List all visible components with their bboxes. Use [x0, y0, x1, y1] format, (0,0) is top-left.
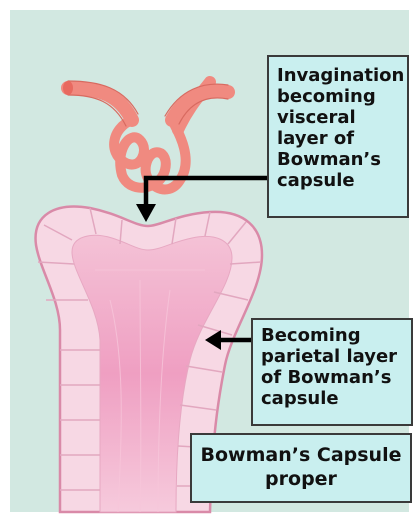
label-bowmans-capsule-proper: Bowman’s Capsule proper — [190, 433, 412, 503]
arrow-visceral — [143, 175, 267, 207]
label-line: layer of — [277, 128, 355, 149]
label-line: becoming — [277, 86, 376, 107]
capsule-lumen — [71, 234, 233, 513]
arrow-visceral-head — [136, 204, 156, 222]
label-line: Invagination — [277, 65, 405, 86]
label-line: visceral — [277, 107, 356, 128]
label-line: Bowman’s Capsule — [200, 444, 402, 466]
label-line: of Bowman’s — [261, 367, 392, 388]
label-parietal-layer: Becoming parietal layer of Bowman’s caps… — [251, 318, 413, 426]
label-line: Bowman’s — [277, 149, 381, 170]
label-line: parietal layer — [261, 346, 398, 367]
lumen-streaks — [95, 269, 205, 513]
label-line: Becoming — [261, 325, 361, 346]
glomerulus-outline — [67, 80, 229, 127]
epithelial-cells — [37, 207, 262, 491]
arrow-parietal-head — [205, 330, 221, 350]
label-line: capsule — [277, 170, 355, 191]
label-line: proper — [265, 468, 337, 490]
vessel-opening — [63, 81, 73, 95]
label-line: capsule — [261, 388, 339, 409]
label-invagination-visceral: Invagination becoming visceral layer of … — [267, 55, 409, 218]
